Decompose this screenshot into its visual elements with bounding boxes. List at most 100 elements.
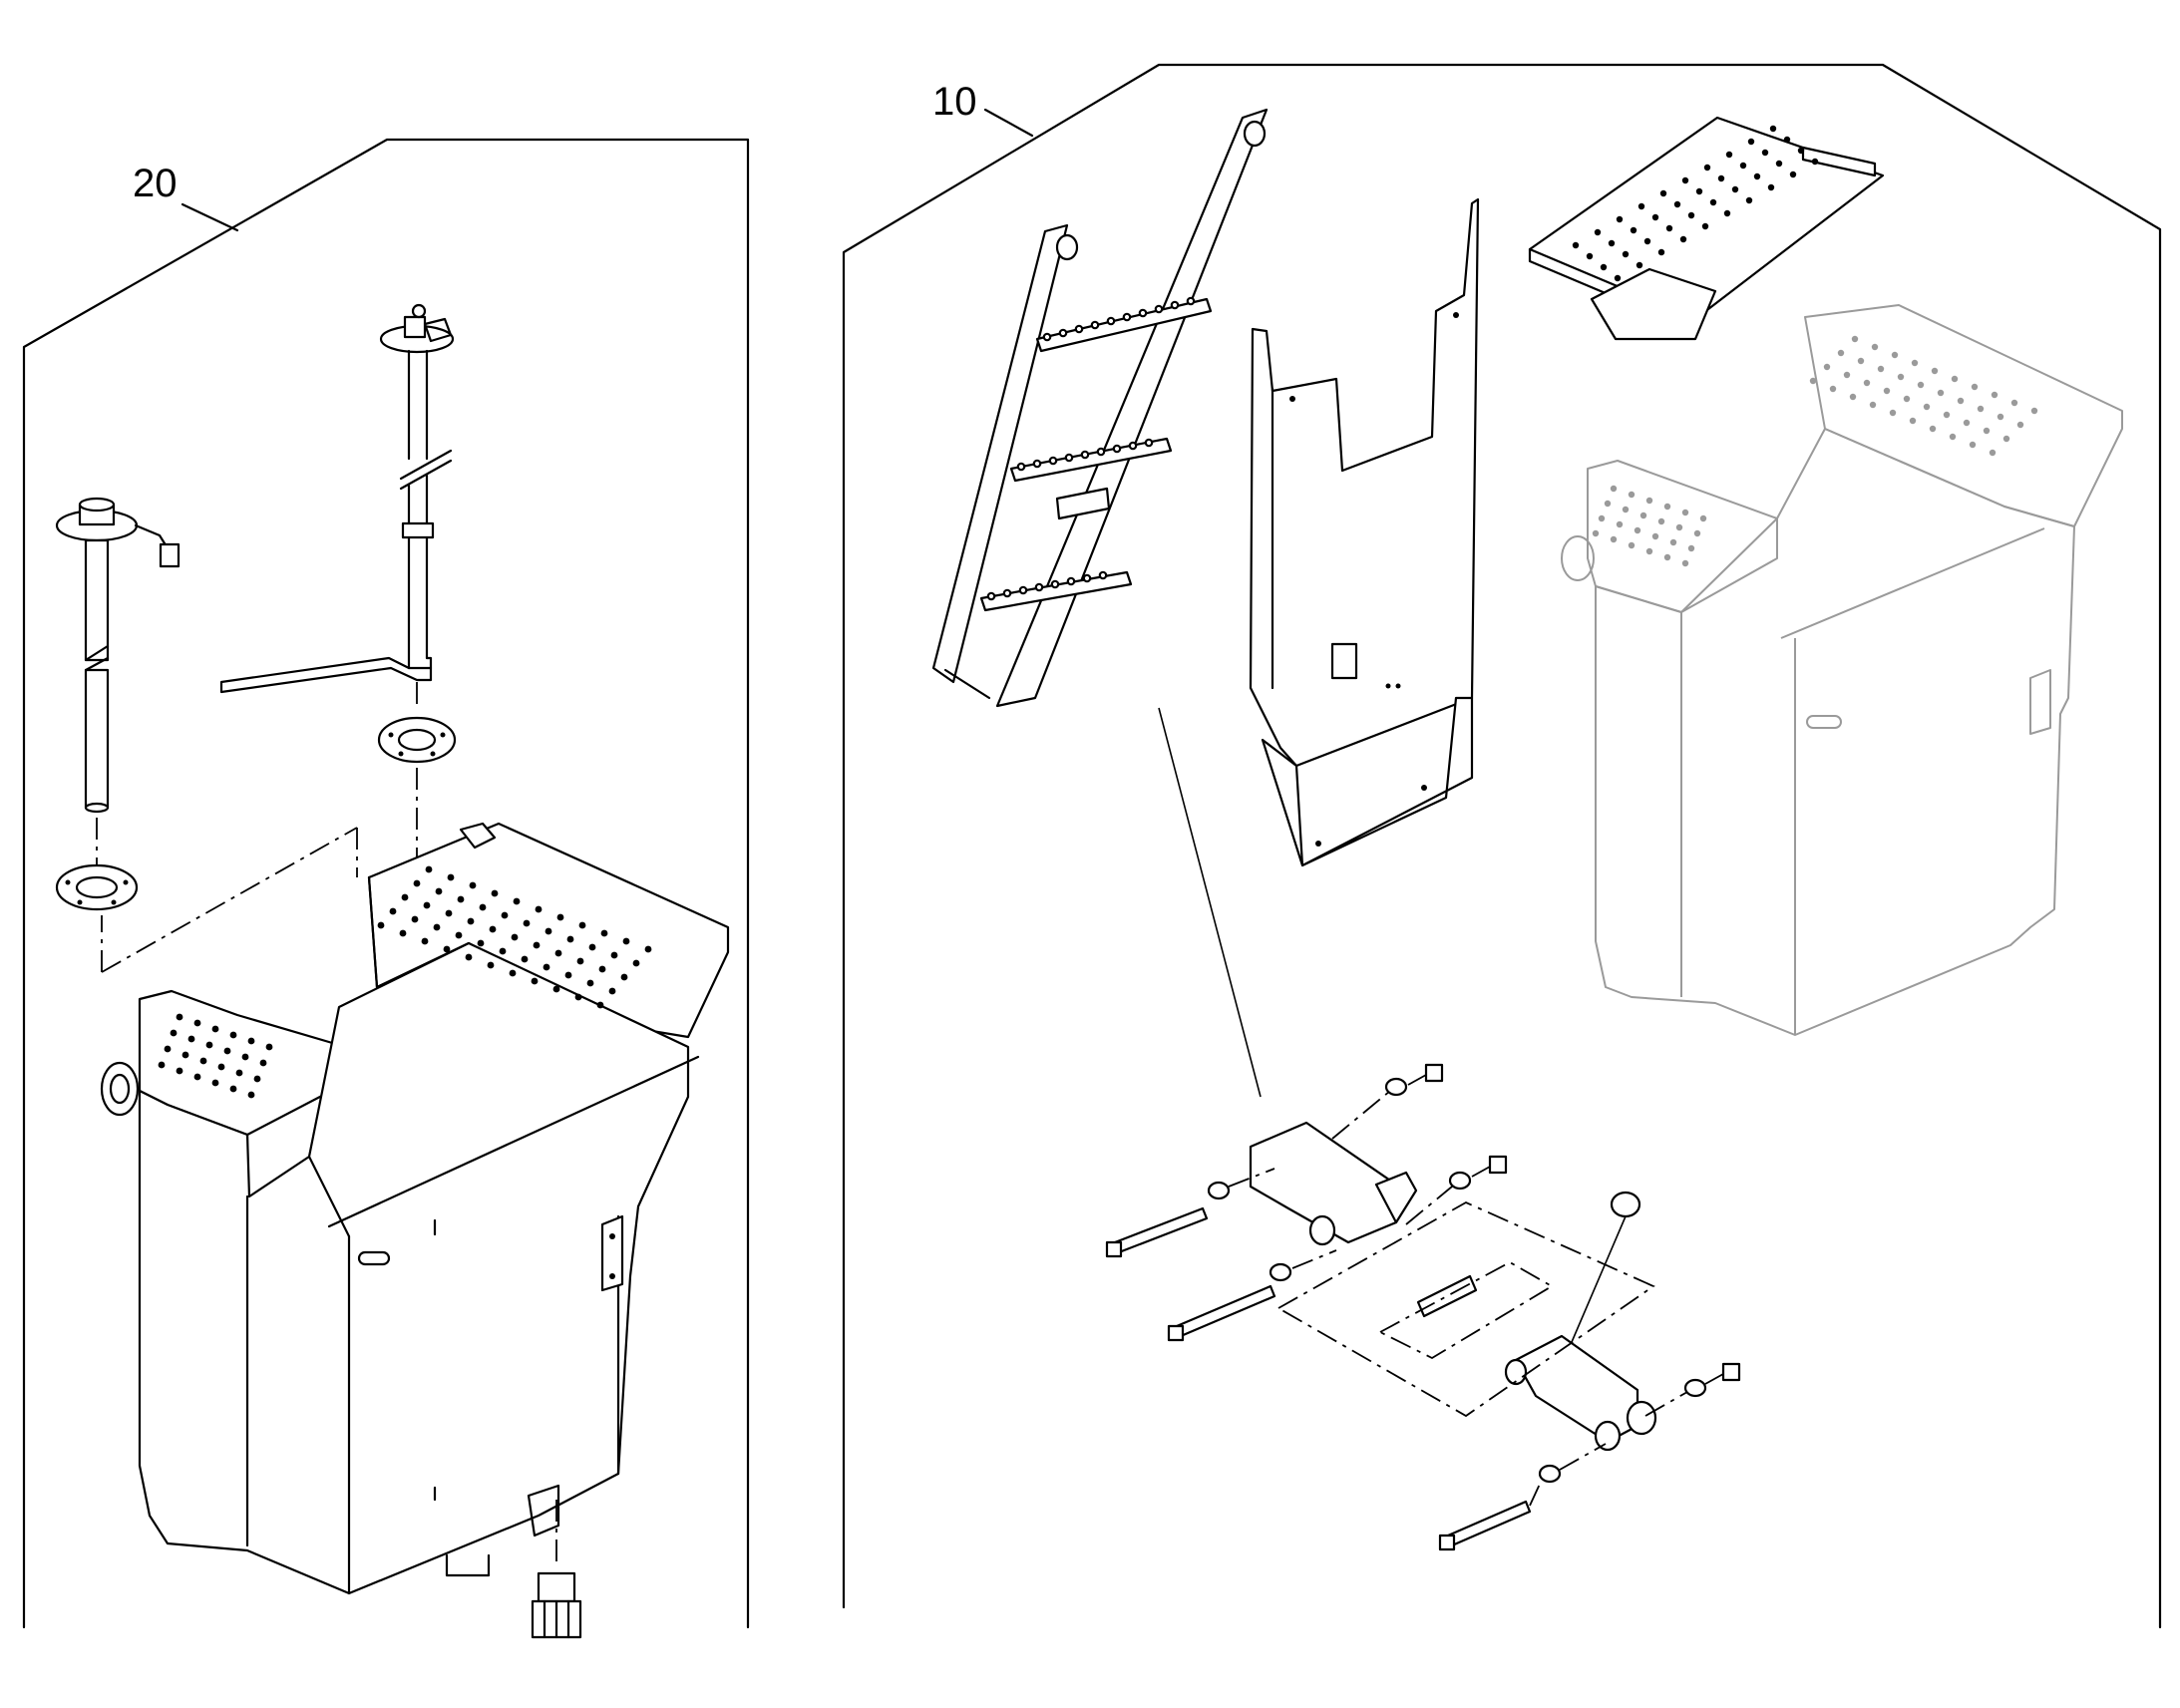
perforation-hole: [1883, 387, 1891, 395]
perforation-hole: [1669, 538, 1677, 546]
perforation-hole: [193, 1073, 201, 1081]
perforation-hole: [1725, 151, 1733, 159]
perforation-hole: [1610, 485, 1618, 493]
perforation-hole: [1829, 385, 1837, 393]
perforation-hole: [620, 973, 628, 981]
perforation-hole: [425, 865, 433, 873]
perforation-hole: [433, 923, 441, 931]
perforation-hole: [1951, 375, 1959, 383]
gasket-small: [55, 863, 139, 911]
perforation-hole: [1090, 320, 1100, 330]
perforation-hole: [1917, 381, 1925, 389]
perforation-hole: [1679, 235, 1687, 243]
perforation-hole: [632, 959, 640, 967]
perforation-hole: [1592, 529, 1600, 537]
perforation-hole: [1058, 328, 1068, 338]
perforation-hole: [465, 953, 473, 961]
perforation-hole: [533, 941, 541, 949]
perforation-hole: [247, 1091, 255, 1099]
perforation-hole: [489, 925, 497, 933]
perforation-hole: [447, 873, 455, 881]
perforation-hole: [211, 1079, 219, 1087]
perforation-hole: [2002, 435, 2010, 443]
perforation-hole: [1695, 187, 1703, 195]
perforation-hole: [1074, 324, 1084, 334]
perforation-hole: [2030, 407, 2038, 415]
perforation-hole: [622, 937, 630, 945]
perforation-hole: [1699, 514, 1707, 522]
perforation-hole: [1106, 316, 1116, 326]
perforation-hole: [164, 1045, 172, 1053]
perforation-hole: [1769, 125, 1777, 133]
perforation-hole: [1628, 541, 1635, 549]
perforation-hole: [1869, 401, 1877, 409]
perforation-hole: [1600, 263, 1608, 271]
perforation-hole: [1622, 250, 1630, 258]
perforation-hole: [469, 881, 477, 889]
hinge-dash-lines: [1228, 1074, 1724, 1507]
perforation-hole: [1957, 397, 1965, 405]
perforation-hole: [1050, 579, 1060, 589]
perforation-hole: [1891, 351, 1899, 359]
perforation-hole: [1635, 261, 1643, 269]
assembly-10-frame: [842, 63, 2162, 1629]
perforation-hole: [217, 1063, 225, 1071]
perforation-hole: [501, 911, 509, 919]
perforation-hole: [1018, 585, 1028, 595]
perforation-hole: [1753, 172, 1761, 180]
hinge-assembly: [1105, 1063, 1741, 1551]
perforation-hole: [435, 887, 443, 895]
perforation-hole: [1586, 252, 1594, 260]
perforation-hole: [1747, 138, 1755, 146]
perforation-hole: [1989, 449, 1997, 457]
perforation-hole: [401, 893, 409, 901]
perforation-hole: [1663, 503, 1671, 511]
perforation-hole: [1963, 419, 1971, 427]
perforation-hole: [1923, 403, 1931, 411]
cover-panel: [1249, 197, 1480, 867]
perforation-hole: [1701, 222, 1709, 230]
perforation-hole: [199, 1057, 207, 1065]
perforation-hole: [241, 1053, 249, 1061]
perforation-hole: [986, 591, 996, 601]
perforation-hole: [1138, 308, 1148, 318]
perforation-hole: [531, 977, 539, 985]
perforation-hole: [1630, 226, 1637, 234]
perforation-hole: [608, 987, 616, 995]
perforation-hole: [1128, 441, 1138, 451]
perforation-hole: [1002, 588, 1012, 598]
perforation-hole: [1983, 427, 1991, 435]
perforation-hole: [223, 1047, 231, 1055]
top-step-plate: [1528, 116, 1885, 341]
perforation-hole: [1594, 228, 1602, 236]
perforation-hole: [1871, 343, 1879, 351]
perforation-hole: [1877, 365, 1885, 373]
perforation-hole: [1897, 373, 1905, 381]
perforation-hole: [1783, 136, 1791, 144]
ghost-fuel-tank: [1561, 304, 2123, 1036]
perforation-hole: [1687, 211, 1695, 219]
perforation-hole: [1628, 491, 1635, 499]
perforation-hole: [644, 945, 652, 953]
perforation-hole: [1843, 371, 1851, 379]
perforation-hole: [1937, 389, 1945, 397]
perforation-hole: [457, 895, 465, 903]
perforation-hole: [588, 943, 596, 951]
perforation-hole: [1709, 198, 1717, 206]
ghost-tank-dots: [1592, 335, 2038, 567]
perforation-hole: [1909, 417, 1917, 425]
perforation-hole: [1639, 512, 1647, 519]
perforation-hole: [411, 915, 419, 923]
perforation-hole: [600, 929, 608, 937]
perforation-hole: [1969, 441, 1977, 449]
perforation-hole: [1687, 544, 1695, 552]
perforation-hole: [610, 951, 618, 959]
perforation-hole: [1681, 176, 1689, 184]
perforation-hole: [1745, 196, 1753, 204]
perforation-hole: [1997, 413, 2004, 421]
perforation-hole: [578, 921, 586, 929]
perforation-hole: [423, 901, 431, 909]
perforation-hole: [1154, 304, 1164, 314]
perforation-hole: [413, 879, 421, 887]
perforation-hole: [1080, 450, 1090, 460]
